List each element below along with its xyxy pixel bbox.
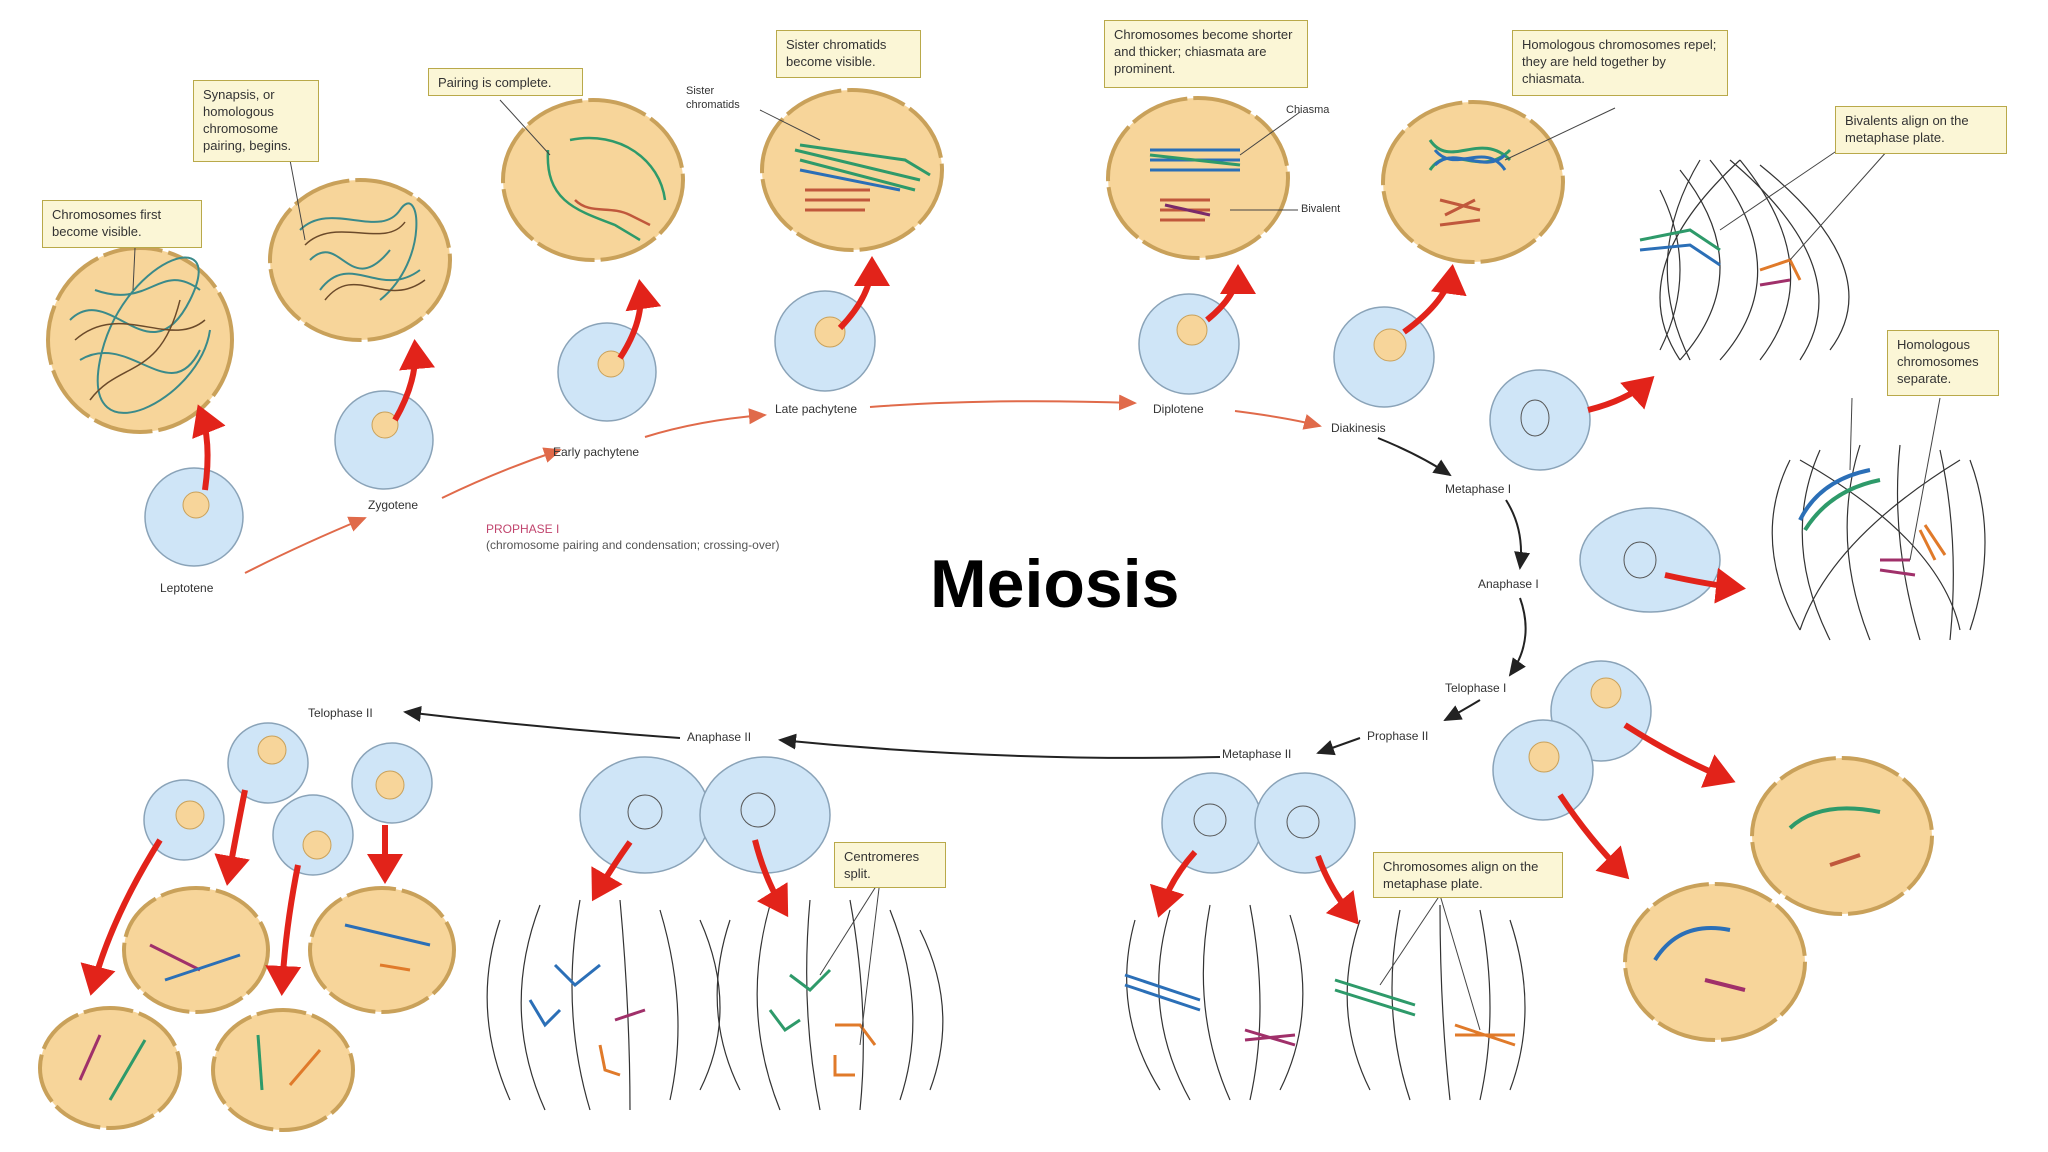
stage-label-zygotene: Zygotene — [368, 498, 419, 512]
note-shorter-thicker: Chromosomes become shorter and thicker; … — [1104, 20, 1308, 88]
note-chromosomes-visible: Chromosomes first become visible. — [42, 200, 202, 248]
cell-metaphase-1 — [1489, 369, 1591, 471]
nucleus-prophase-2-b — [1623, 882, 1807, 1042]
callout-sister-chromatids: Sister chromatids — [686, 85, 740, 111]
nucleus-late-pachytene — [760, 88, 944, 252]
cell-metaphase-2-a — [1161, 772, 1263, 874]
nucleus-zygotene — [268, 178, 452, 342]
stage-label-anaphase-2: Anaphase II — [687, 730, 752, 744]
prophase-flow-arrows — [244, 394, 1322, 574]
nucleus-diplotene — [1106, 96, 1290, 260]
stage-label-metaphase-2: Metaphase II — [1222, 747, 1292, 761]
note-synapsis: Synapsis, or homologous chromosome pairi… — [193, 80, 319, 162]
stage-label-early-pachytene: Early pachytene — [553, 445, 640, 459]
cell-anaphase-2-a — [579, 756, 711, 874]
spindle-metaphase-1 — [1639, 159, 1850, 361]
note-homologs-repel: Homologous chromosomes repel; they are h… — [1512, 30, 1728, 96]
cell-telophase-2-d — [351, 742, 433, 824]
spindle-metaphase-2 — [1124, 904, 1526, 1101]
cell-zygotene — [334, 390, 434, 490]
nucleus-telophase-2-d — [211, 1008, 355, 1132]
telophase-2-zoom-arrows — [80, 789, 403, 996]
callout-chiasma: Chiasma — [1286, 104, 1330, 116]
cell-telophase-2-c — [272, 794, 354, 876]
stage-label-metaphase-1: Metaphase I — [1445, 482, 1512, 496]
stage-label-telophase-1: Telophase I — [1445, 681, 1507, 695]
cell-telophase-2-b — [143, 779, 225, 861]
note-chromosomes-align: Chromosomes align on the metaphase plate… — [1373, 852, 1563, 898]
telophase-1-zoom-arrows — [1557, 375, 1746, 880]
note-bivalents-align: Bivalents align on the metaphase plate. — [1835, 106, 2007, 154]
stage-label-diakinesis: Diakinesis — [1331, 421, 1386, 435]
spindle-anaphase-1 — [1771, 444, 1986, 641]
cell-diplotene — [1138, 293, 1240, 395]
nucleus-telophase-2-a — [122, 886, 270, 1014]
nucleus-diakinesis — [1381, 100, 1565, 264]
nucleus-telophase-2-c — [38, 1006, 182, 1130]
stage-label-telophase-2: Telophase II — [308, 706, 373, 720]
callout-bivalent: Bivalent — [1301, 203, 1341, 215]
nucleus-leptotene — [46, 246, 234, 434]
cell-leptotene — [144, 467, 244, 567]
prophase-zoom-arrows — [192, 256, 1467, 491]
cell-anaphase-2-b — [699, 756, 831, 874]
note-centromeres-split: Centromeres split. — [834, 842, 946, 888]
nucleus-prophase-2-a — [1750, 756, 1934, 916]
cell-telophase-2-a — [227, 722, 309, 804]
cell-anaphase-1 — [1579, 507, 1721, 613]
cell-telophase-1-b — [1492, 719, 1594, 821]
prophase-title: PROPHASE I — [486, 522, 560, 536]
division-flow-arrows — [403, 437, 1531, 759]
stage-label-diplotene: Diplotene — [1153, 402, 1204, 416]
note-homologs-separate: Homologous chromosomes separate. — [1887, 330, 1999, 396]
stage-label-late-pachytene: Late pachytene — [775, 402, 858, 416]
nucleus-early-pachytene — [501, 98, 685, 262]
stage-label-leptotene: Leptotene — [160, 581, 214, 595]
stage-label-prophase-2: Prophase II — [1367, 729, 1429, 743]
cell-metaphase-2-b — [1254, 772, 1356, 874]
note-sister-chromatids-visible: Sister chromatids become visible. — [776, 30, 921, 78]
cell-early-pachytene — [557, 322, 657, 422]
metaphase-2-zoom-arrows — [1149, 850, 1359, 925]
prophase-subtitle: (chromosome pairing and condensation; cr… — [486, 538, 780, 552]
spindle-anaphase-2 — [486, 899, 944, 1111]
stage-label-anaphase-1: Anaphase I — [1478, 577, 1539, 591]
nucleus-telophase-2-b — [308, 886, 456, 1014]
anaphase-2-zoom-arrows — [591, 839, 789, 918]
note-pairing-complete: Pairing is complete. — [428, 68, 583, 96]
diagram-title: Meiosis — [930, 546, 1180, 622]
callout-leader-lines — [132, 99, 1941, 1046]
